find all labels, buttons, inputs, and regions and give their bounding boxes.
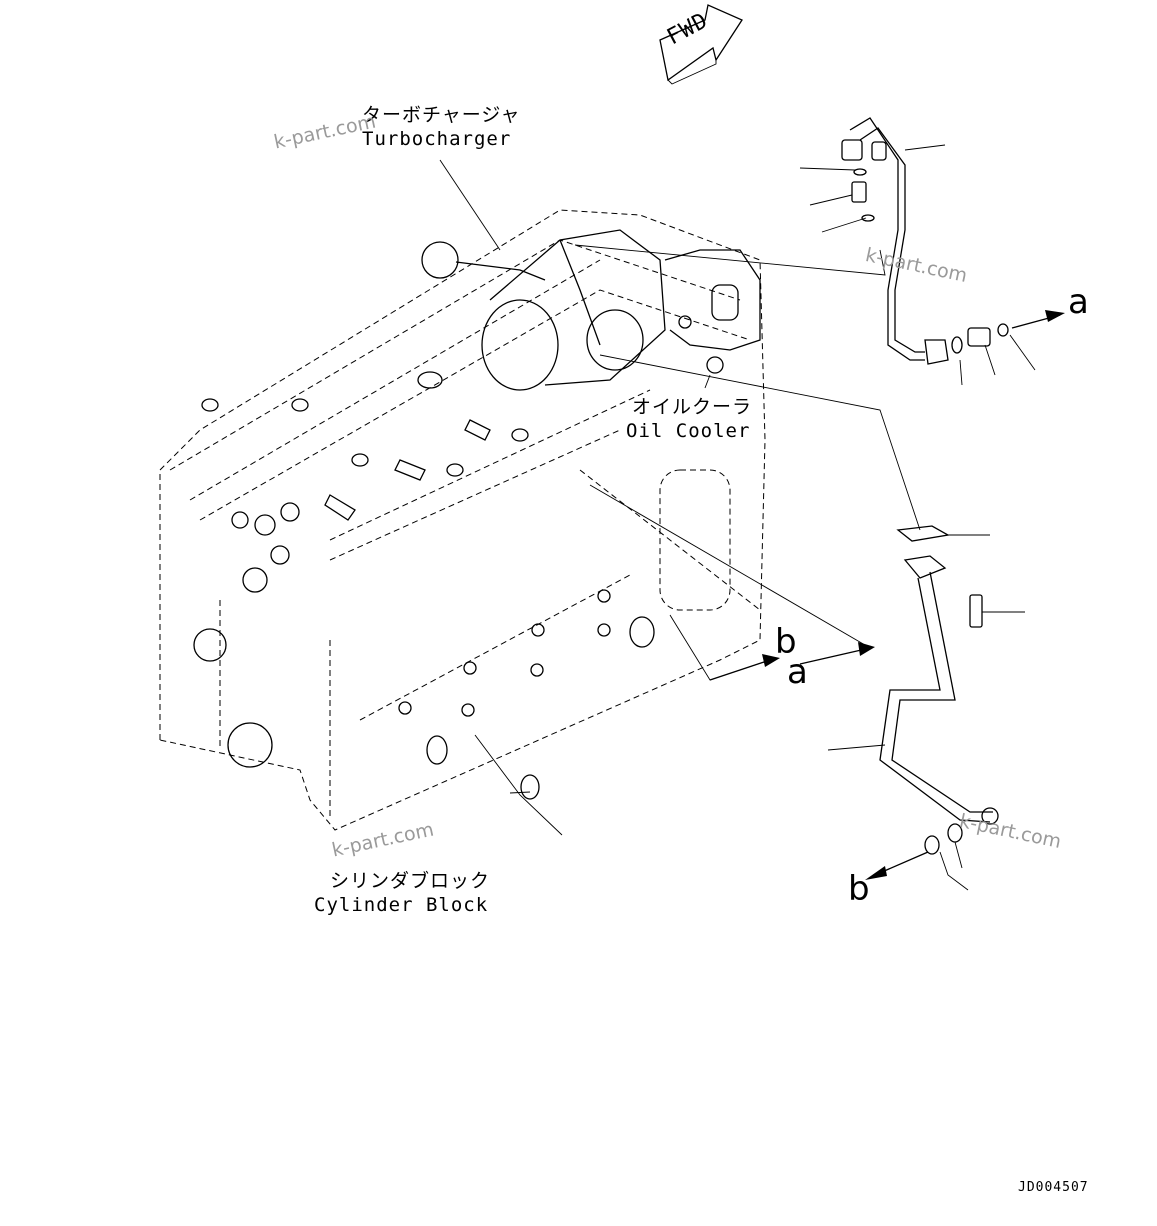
turbo-oil-inlet-pipe xyxy=(799,117,1065,386)
connector-a-mid: a xyxy=(787,652,808,692)
drawing-id: JD004507 xyxy=(1018,1180,1089,1195)
fwd-arrow-icon xyxy=(659,4,743,85)
connector-b-bottom: b xyxy=(848,869,870,909)
connector-b-mid: b xyxy=(775,622,797,662)
cylinder-block-label-jp: シリンダブロック xyxy=(330,870,491,892)
connector-a-right: a xyxy=(1068,282,1089,322)
turbo-oil-return-pipe xyxy=(827,525,1025,891)
cylinder-block-outline xyxy=(159,209,766,831)
turbocharger-label-jp: ターボチャージャ xyxy=(362,104,521,126)
connector-arrows-block xyxy=(709,642,875,681)
turbocharger-drawing xyxy=(421,229,761,391)
oil-cooler-label-en: Oil Cooler xyxy=(626,420,751,442)
leader-lines xyxy=(439,159,921,836)
block-ports xyxy=(193,371,655,800)
turbocharger-label-en: Turbocharger xyxy=(362,128,512,150)
cylinder-block-label-en: Cylinder Block xyxy=(314,894,489,916)
oil-cooler-label-jp: オイルクーラ xyxy=(632,396,753,418)
